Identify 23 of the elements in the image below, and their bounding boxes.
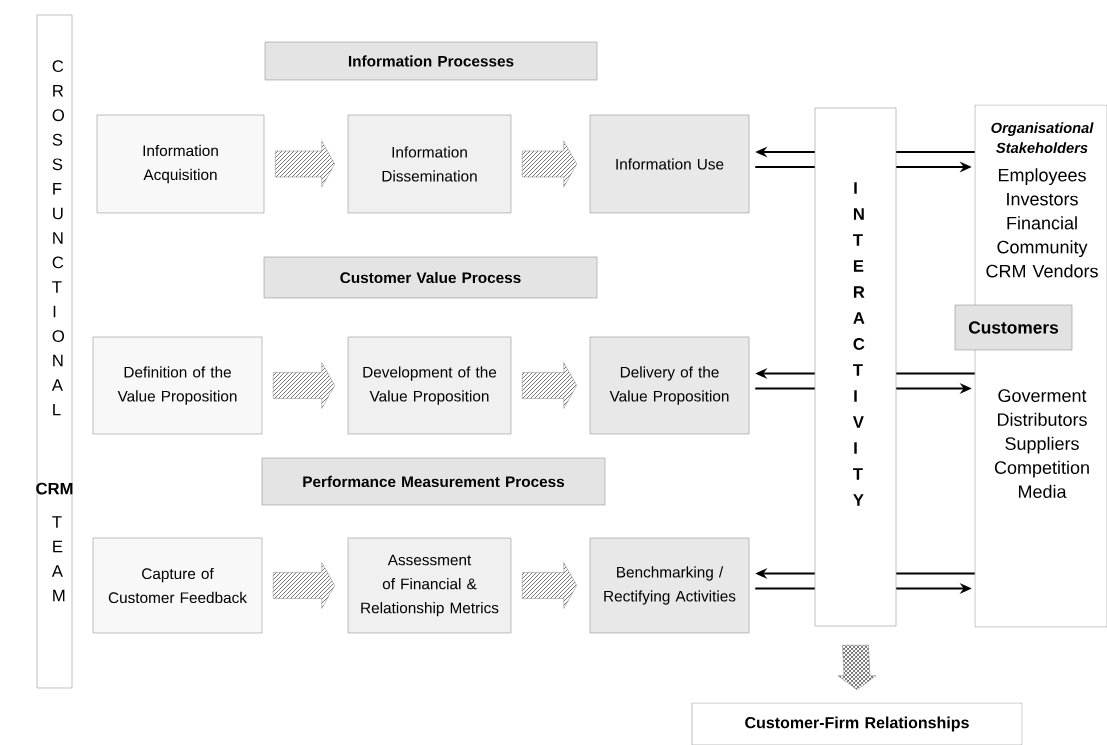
process-box: Delivery of the Value Proposition (589, 336, 750, 435)
hatched-arrow (522, 140, 577, 188)
hatched-arrow (522, 562, 577, 609)
hatched-arrow (273, 562, 335, 609)
section-header: Performance Measurement Process (261, 457, 606, 506)
process-box: Definition of the Value Proposition (92, 336, 263, 435)
hatched-arrow (522, 362, 577, 409)
section-header: Customer Value Process (263, 256, 598, 299)
hatched-arrow (273, 362, 335, 409)
interactivity-column: INTERACTIVITY (814, 107, 897, 627)
process-box: Information Acquisition (96, 114, 265, 214)
process-box: Information Use (589, 114, 750, 214)
customers-box: Customers (954, 304, 1073, 351)
side-band: CROSS FUNCTIONAL CRM TEAM (36, 14, 73, 689)
process-box: Development of the Value Proposition (347, 336, 512, 435)
process-box: Information Dissemination (347, 114, 512, 214)
section-header: Information Processes (264, 41, 598, 81)
relationship-box: Customer-Firm Relationships (691, 702, 1023, 745)
process-box: Capture of Customer Feedback (92, 537, 263, 634)
process-box: Benchmarking / Rectifying Activities (589, 537, 750, 634)
hatched-arrow (275, 140, 335, 188)
hatched-arrow (837, 645, 877, 690)
process-box: Assessment of Financial & Relationship Metrics (347, 537, 512, 634)
